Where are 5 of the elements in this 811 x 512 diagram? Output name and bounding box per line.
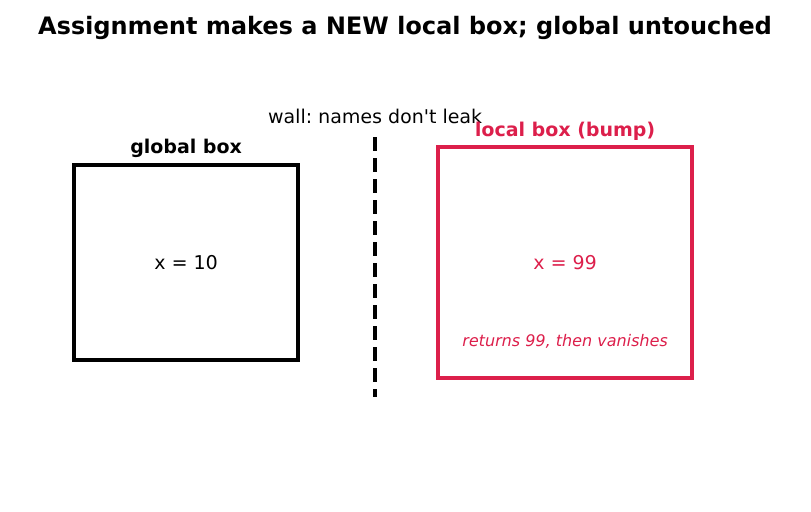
diagram-title: Assignment makes a NEW local box; global untouched	[38, 12, 772, 40]
variable-value: x = 99	[533, 252, 597, 274]
box-note: returns 99, then vanishes	[462, 331, 668, 350]
box-heading: global box	[130, 136, 242, 158]
variable-value: x = 10	[154, 252, 218, 274]
